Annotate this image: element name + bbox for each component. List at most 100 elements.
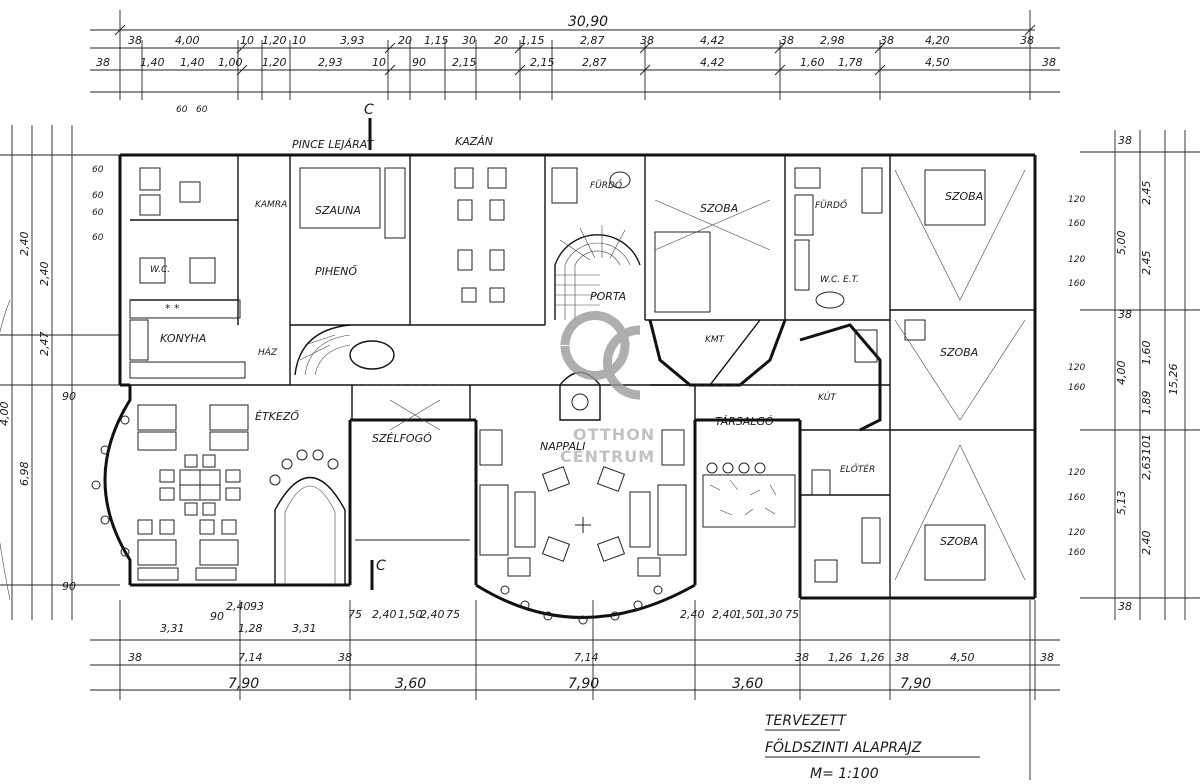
room-label-kmt: KMT [705, 335, 726, 345]
dim-top-2-12: 38 [640, 34, 654, 47]
dim-right-6: 4,00 [1115, 361, 1128, 386]
dim-top-2-9: 20 [494, 34, 508, 47]
title-line2: FÖLDSZINTI ALAPRAJZ [765, 738, 922, 756]
left-dimension-lines: 4,00 6,98 2,40 2,40 2,47 90 90 [0, 125, 120, 620]
room-label-haz: HÁZ [258, 346, 278, 358]
dim-left-5: 90 [62, 390, 76, 403]
dim-bottom-1-12: 2,40 [712, 608, 737, 621]
section-c-bottom-label: C [376, 558, 386, 574]
window-dim-1: 60 [196, 105, 208, 115]
room-label-pince-lejarat: PINCE LEJÁRAT [292, 138, 374, 151]
window-dim-8: 120 [1068, 255, 1085, 265]
dim-bottom-1-14: 1,30 [758, 608, 783, 621]
dim-top-3-13: 1,78 [838, 56, 863, 69]
window-dim-2: 60 [92, 165, 104, 175]
title-block: TERVEZETT FÖLDSZINTI ALAPRAJZ M= 1:100 [765, 600, 1031, 782]
dining-furniture [91, 404, 249, 581]
window-dim-3: 60 [92, 191, 104, 201]
window-dim-11: 160 [1068, 383, 1085, 393]
dim-right-2: 5,00 [1115, 231, 1128, 256]
window-dim-12: 120 [1068, 468, 1085, 478]
dim-bottom-3-2: 7,90 [568, 676, 599, 692]
dim-top-2-14: 38 [780, 34, 794, 47]
watermark-line1: OTTHON [573, 425, 655, 444]
title-line1: TERVEZETT [765, 713, 848, 729]
dim-top-2-17: 4,20 [925, 34, 950, 47]
dim-bottom-2-2: 38 [338, 651, 352, 664]
dim-top-2-7: 1,15 [424, 34, 449, 47]
dim-top-3-2: 1,40 [180, 56, 205, 69]
dim-bottom-1-11: 2,40 [680, 608, 705, 621]
dim-bottom-2-4: 38 [795, 651, 809, 664]
dim-bottom-3-1: 3,60 [395, 676, 426, 692]
room-label-furdo-right: FÜRDŐ [815, 200, 847, 211]
dim-bottom-2-3: 7,14 [574, 651, 599, 664]
dim-top-3-7: 90 [412, 56, 426, 69]
room-label-konyha: KONYHA [160, 332, 206, 345]
window-dim-14: 120 [1068, 528, 1085, 538]
dim-top-2-11: 2,87 [580, 34, 605, 47]
kitchen-fixtures: * * [129, 299, 246, 379]
dim-left-4: 2,47 [38, 332, 51, 357]
dim-right-7: 1,89 [1140, 391, 1153, 416]
room-label-nappali: NAPPALI [540, 440, 585, 453]
room-label-kazan: KAZÁN [455, 135, 493, 148]
room-label-furdo-left: FÜRDŐ [590, 180, 622, 191]
dim-top-3-15: 38 [1042, 56, 1056, 69]
window-dimensions: 60 60 60 60 60 60 120 160 120 160 120 16… [92, 105, 1085, 558]
dim-right-12: 2,40 [1140, 531, 1153, 556]
dim-top-3-3: 1,00 [218, 56, 243, 69]
dim-bottom-2-6: 1,26 [860, 651, 885, 664]
room-label-szauna: SZAUNA [315, 204, 361, 217]
inner-walls [120, 155, 1035, 598]
dim-right-9: 101 [1140, 434, 1153, 455]
dim-top-3-9: 2,15 [530, 56, 555, 69]
dim-left-3: 2,40 [38, 262, 51, 287]
dim-left-2: 2,40 [18, 232, 31, 257]
dim-bottom-1-6: 75 [348, 608, 362, 621]
dim-bottom-1-10: 75 [446, 608, 460, 621]
dim-top-3-11: 4,42 [700, 56, 725, 69]
dim-top-2-16: 38 [880, 34, 894, 47]
dim-bottom-3-0: 7,90 [228, 676, 259, 692]
window-dim-4: 60 [92, 208, 104, 218]
watermark-logo: OTTHON CENTRUM [560, 311, 655, 466]
watermark-line2: CENTRUM [560, 447, 655, 466]
room-label-wc: W.C. [150, 265, 170, 275]
dim-total-width: 30,90 [568, 14, 608, 30]
right-dimension-lines: 38 2,45 5,00 2,45 38 1,60 4,00 1,89 15,2… [1080, 130, 1200, 620]
dim-right-13: 38 [1118, 600, 1132, 613]
top-dimension-lines: 30,90 38 4,00 10 1,20 10 3,93 20 1,15 30… [90, 10, 1060, 100]
dim-top-3-8: 2,15 [452, 56, 477, 69]
dim-bottom-1-13: 1,50 [735, 608, 760, 621]
outer-walls [103, 153, 1037, 619]
dim-left-6: 90 [62, 580, 76, 593]
bedroom-furniture [654, 169, 1026, 581]
dim-left-1: 6,98 [18, 462, 31, 487]
dim-bottom-2-1: 7,14 [238, 651, 263, 664]
dim-top-2-4: 10 [292, 34, 306, 47]
dim-top-2-3: 1,20 [262, 34, 287, 47]
window-dim-15: 160 [1068, 548, 1085, 558]
dim-top-3-10: 2,87 [582, 56, 607, 69]
dim-right-4: 38 [1118, 308, 1132, 321]
window-dim-5: 60 [92, 233, 104, 243]
dim-right-3: 2,45 [1140, 251, 1153, 276]
window-dim-13: 160 [1068, 493, 1085, 503]
window-dim-6: 120 [1068, 195, 1085, 205]
dim-top-3-6: 10 [372, 56, 386, 69]
section-c-top-label: C [364, 102, 374, 118]
dim-bottom-1-4: 93 [250, 600, 264, 613]
living-furniture [479, 371, 687, 625]
window-dim-10: 120 [1068, 363, 1085, 373]
room-label-kamra: KAMRA [255, 200, 287, 210]
dim-bottom-2-5: 1,26 [828, 651, 853, 664]
dim-bottom-1-2: 2,40 [226, 600, 251, 613]
dim-left-0: 4,00 [0, 402, 11, 427]
room-label-etkezo: ÉTKEZŐ [255, 409, 299, 423]
dim-right-0: 38 [1118, 134, 1132, 147]
room-label-porta: PORTA [590, 290, 626, 303]
dim-top-2-10: 1,15 [520, 34, 545, 47]
dim-top-2-13: 4,42 [700, 34, 725, 47]
spiral-stair [554, 225, 641, 320]
